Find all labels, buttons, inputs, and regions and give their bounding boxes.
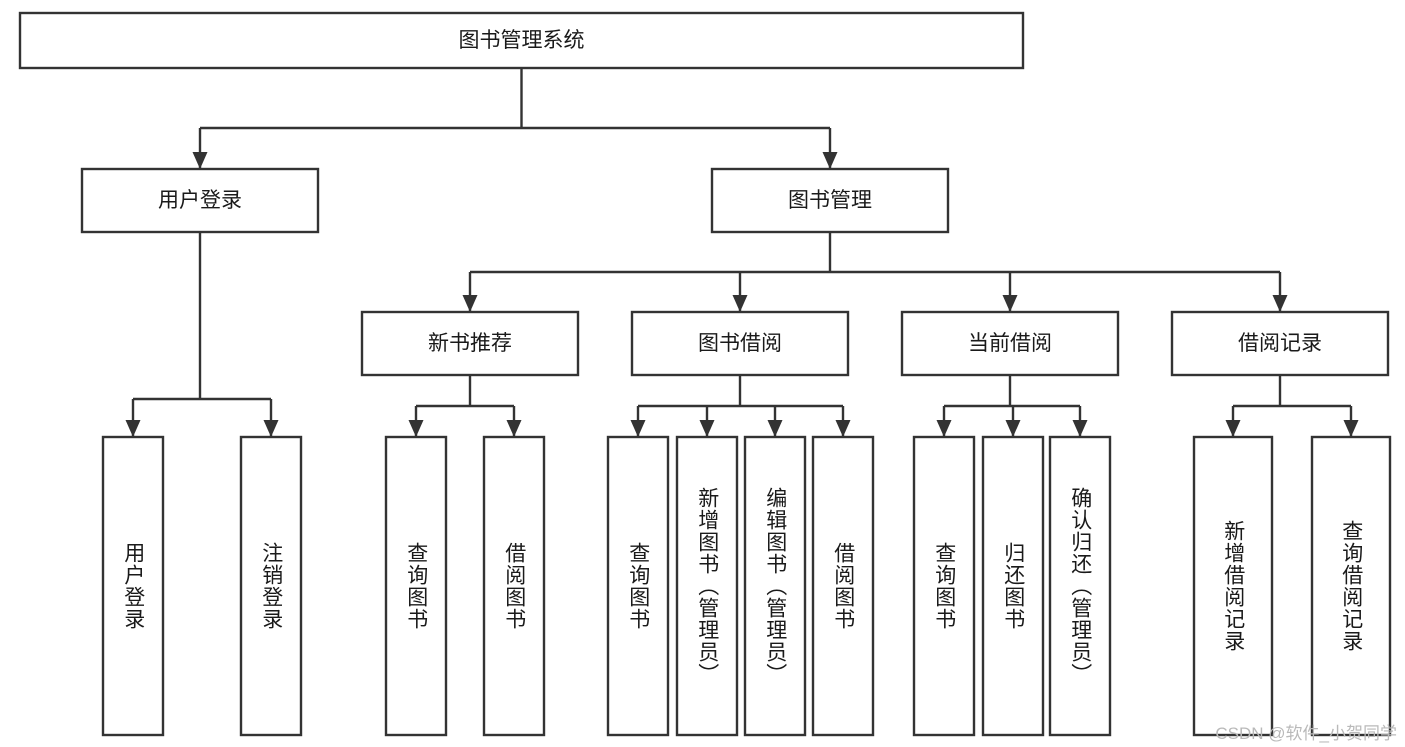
arrow-head-icon (630, 420, 646, 437)
arrow-head-icon (767, 420, 783, 437)
node-level3-label-1: 图书借阅 (698, 332, 782, 355)
node-leaf-0[interactable] (101, 435, 165, 737)
node-level3-0[interactable] (360, 310, 580, 377)
arrow-head-icon (822, 152, 838, 169)
node-leaf-4[interactable] (606, 435, 670, 737)
node-leaf-2[interactable] (384, 435, 448, 737)
node-level3-label-0: 新书推荐 (428, 332, 512, 355)
node-level3-label-3: 借阅记录 (1238, 332, 1322, 355)
arrow-head-icon (835, 420, 851, 437)
node-level3-label-2: 当前借阅 (968, 332, 1052, 355)
node-leaf-5[interactable] (675, 435, 739, 737)
node-level3-2[interactable] (900, 310, 1120, 377)
node-leaf-12[interactable] (1310, 435, 1392, 737)
arrow-head-icon (1072, 420, 1088, 437)
arrow-head-icon (1343, 420, 1359, 437)
node-level2-1[interactable] (710, 167, 950, 234)
node-level3-1[interactable] (630, 310, 850, 377)
arrow-head-icon (936, 420, 952, 437)
arrow-head-icon (506, 420, 522, 437)
arrow-head-icon (732, 295, 748, 312)
arrow-head-icon (408, 420, 424, 437)
node-leaf-7[interactable] (811, 435, 875, 737)
node-leaf-1[interactable] (239, 435, 303, 737)
node-leaf-9[interactable] (981, 435, 1045, 737)
node-box-layer (18, 11, 1392, 737)
node-root[interactable] (18, 11, 1025, 70)
node-leaf-3[interactable] (482, 435, 546, 737)
connector-layer (125, 68, 1359, 437)
node-leaf-6[interactable] (743, 435, 807, 737)
arrow-head-icon (125, 420, 141, 437)
node-leaf-11[interactable] (1192, 435, 1274, 737)
node-level2-0[interactable] (80, 167, 320, 234)
node-level2-label-1: 图书管理 (788, 189, 872, 212)
arrow-head-icon (1005, 420, 1021, 437)
arrow-head-icon (1272, 295, 1288, 312)
watermark: CSDN @软件_小贺同学 (1215, 724, 1397, 743)
node-root-label: 图书管理系统 (459, 29, 585, 52)
arrow-head-icon (1225, 420, 1241, 437)
arrow-head-icon (192, 152, 208, 169)
node-leaf-8[interactable] (912, 435, 976, 737)
arrow-head-icon (263, 420, 279, 437)
node-leaf-10[interactable] (1048, 435, 1112, 737)
node-level2-label-0: 用户登录 (158, 189, 242, 212)
arrow-head-icon (462, 295, 478, 312)
arrow-head-icon (1002, 295, 1018, 312)
node-level3-3[interactable] (1170, 310, 1390, 377)
arrow-head-icon (699, 420, 715, 437)
